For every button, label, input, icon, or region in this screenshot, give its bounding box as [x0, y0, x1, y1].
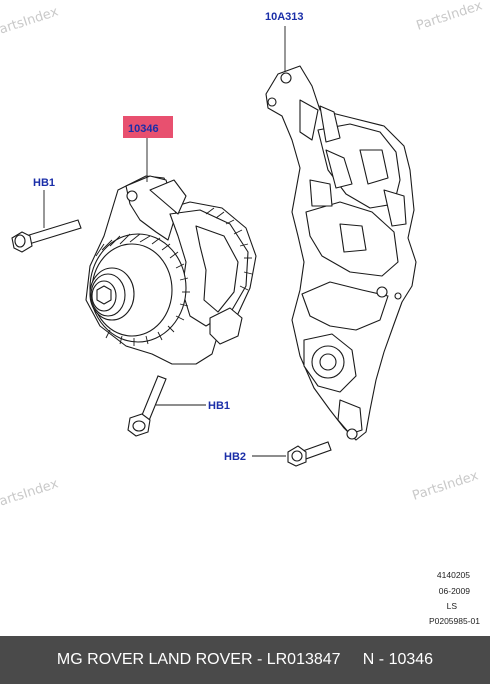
parts-diagram: PartsIndex PartsIndex PartsIndex PartsIn…	[0, 0, 485, 626]
watermark-bottom-right: PartsIndex	[411, 468, 481, 503]
watermark-top-left: PartsIndex	[0, 4, 60, 39]
drawing-date: 06-2009	[439, 586, 470, 596]
callout-bracket[interactable]: 10A313	[265, 11, 304, 23]
alternator-drawing	[85, 175, 257, 365]
drawing-code: LS	[447, 601, 458, 611]
bolt-upper-drawing	[11, 219, 82, 253]
watermark-bottom-left: PartsIndex	[0, 476, 60, 511]
drawing-info: 4140205 06-2009 LS P0205985-01	[429, 570, 480, 626]
bolt-bracket-drawing	[287, 441, 332, 467]
callout-bolt-upper[interactable]: HB1	[33, 177, 55, 189]
footer-title: MG ROVER LAND ROVER - LR013847 N - 10346	[56, 651, 434, 668]
callout-alternator[interactable]: 10346	[128, 123, 159, 135]
drawing-number: 4140205	[437, 570, 470, 580]
leader-lines	[43, 26, 286, 457]
watermark-top-right: PartsIndex	[415, 0, 485, 34]
callout-alternator-highlight	[123, 116, 173, 138]
drawing-ref: P0205985-01	[429, 616, 480, 626]
alternator-fin-detail	[95, 207, 253, 346]
callout-bolt-lower[interactable]: HB1	[208, 400, 230, 412]
mounting-bracket-drawing	[265, 65, 417, 441]
bolt-lower-drawing	[127, 375, 167, 437]
footer-bar: MG ROVER LAND ROVER - LR013847 N - 10346	[0, 636, 490, 684]
callout-bolt-bracket[interactable]: HB2	[224, 451, 246, 463]
